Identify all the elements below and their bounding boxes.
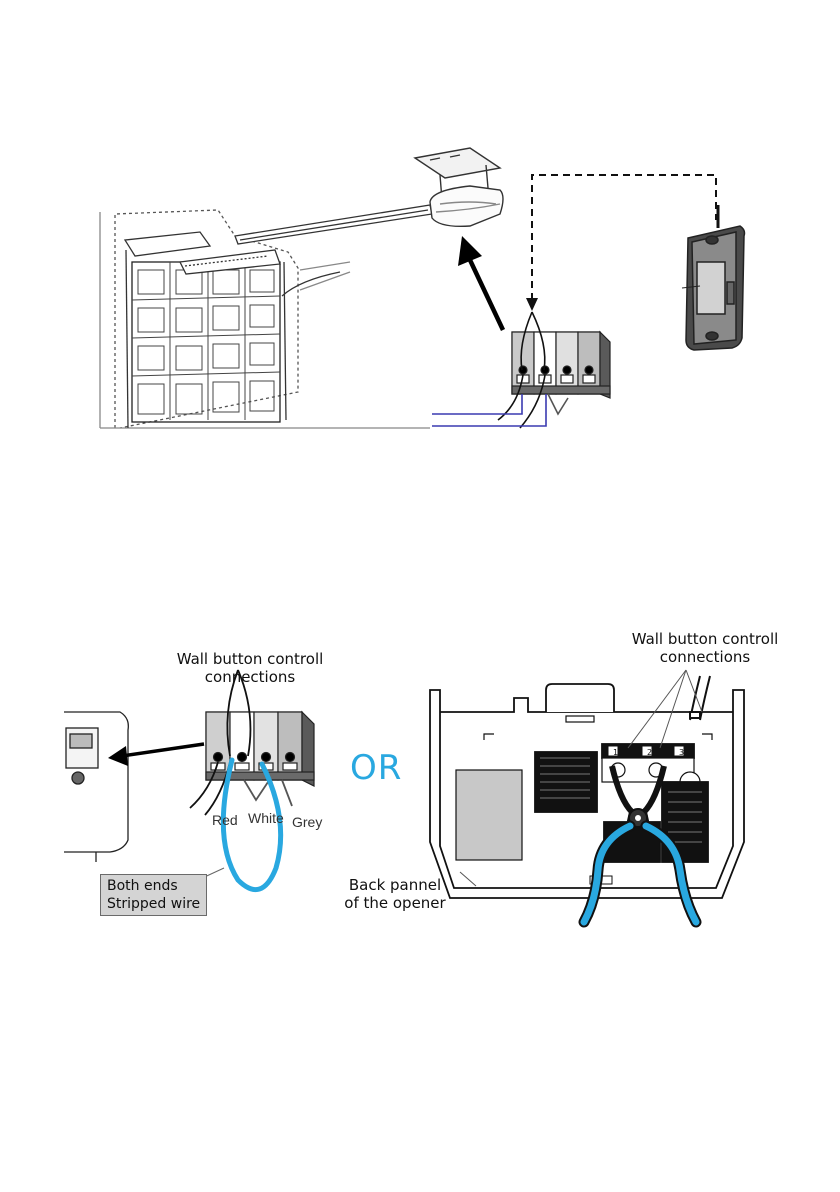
panel-label-line-1: Back pannel — [336, 876, 454, 894]
wire-label-white: White — [248, 810, 284, 826]
callout-pointers-right — [628, 670, 702, 748]
terminal-block-top — [512, 332, 610, 398]
title-line-1: Wall button controll — [620, 630, 790, 648]
terminal-number-2: 2 — [647, 748, 652, 757]
note-line-2: Stripped wire — [107, 895, 200, 913]
wall-wires-right — [690, 676, 710, 720]
back-panel-label: Back pannel of the opener — [336, 876, 454, 912]
panel-label-line-2: of the opener — [336, 894, 454, 912]
arrowhead-down — [526, 298, 538, 311]
door-rail — [235, 205, 432, 244]
or-label: OR — [350, 748, 402, 788]
terminal-block-bottom — [206, 712, 314, 786]
terminal-number-3: 3 — [679, 748, 684, 757]
wall-control-button — [682, 205, 745, 350]
arrow-to-opener — [470, 260, 503, 330]
title-line-2: connections — [170, 668, 330, 686]
wire-label-grey: Grey — [292, 814, 322, 830]
title-line-2: connections — [620, 648, 790, 666]
stripped-wire-note: Both ends Stripped wire — [100, 874, 207, 916]
arrow-to-opener-bottom — [122, 744, 204, 756]
wire-label-red: Red — [212, 812, 238, 828]
panel-label-pointer — [460, 872, 476, 886]
title-line-1: Wall button controll — [170, 650, 330, 668]
opener-side-view — [64, 712, 128, 862]
terminal-number-1: 1 — [613, 748, 618, 757]
wall-button-title-right: Wall button controll connections — [620, 630, 790, 666]
wall-button-title-left: Wall button controll connections — [170, 650, 330, 686]
note-line-1: Both ends — [107, 877, 200, 895]
garage-door — [100, 210, 430, 428]
